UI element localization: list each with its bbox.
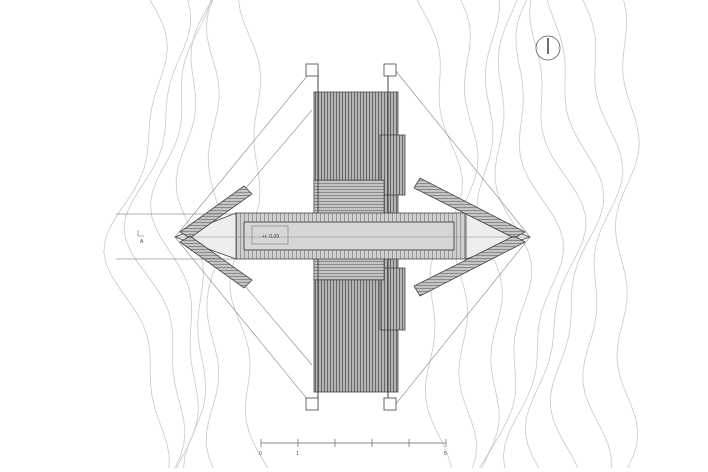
- north-arrow-icon: [535, 35, 561, 61]
- contour-line: [546, 0, 605, 469]
- section-label: A: [140, 239, 144, 245]
- bridge-deck: +/- 0.00: [173, 212, 532, 260]
- scale-bar: [260, 439, 447, 447]
- column-footings: [305, 63, 397, 411]
- contour-line: [582, 0, 624, 469]
- scale-tick-0: 0: [259, 451, 262, 457]
- contour-line: [123, 0, 192, 469]
- scale-tick-1: 1: [296, 451, 299, 457]
- wing-arms: [179, 177, 526, 297]
- contour-line: [502, 0, 564, 469]
- contour-line: [524, 0, 587, 469]
- contour-line: [103, 0, 170, 469]
- contour-line: [149, 0, 212, 469]
- level-label: +/- 0.00: [262, 234, 279, 240]
- scale-tick-5: 5: [444, 451, 447, 457]
- section-marker: [116, 213, 236, 260]
- contour-line: [614, 0, 640, 469]
